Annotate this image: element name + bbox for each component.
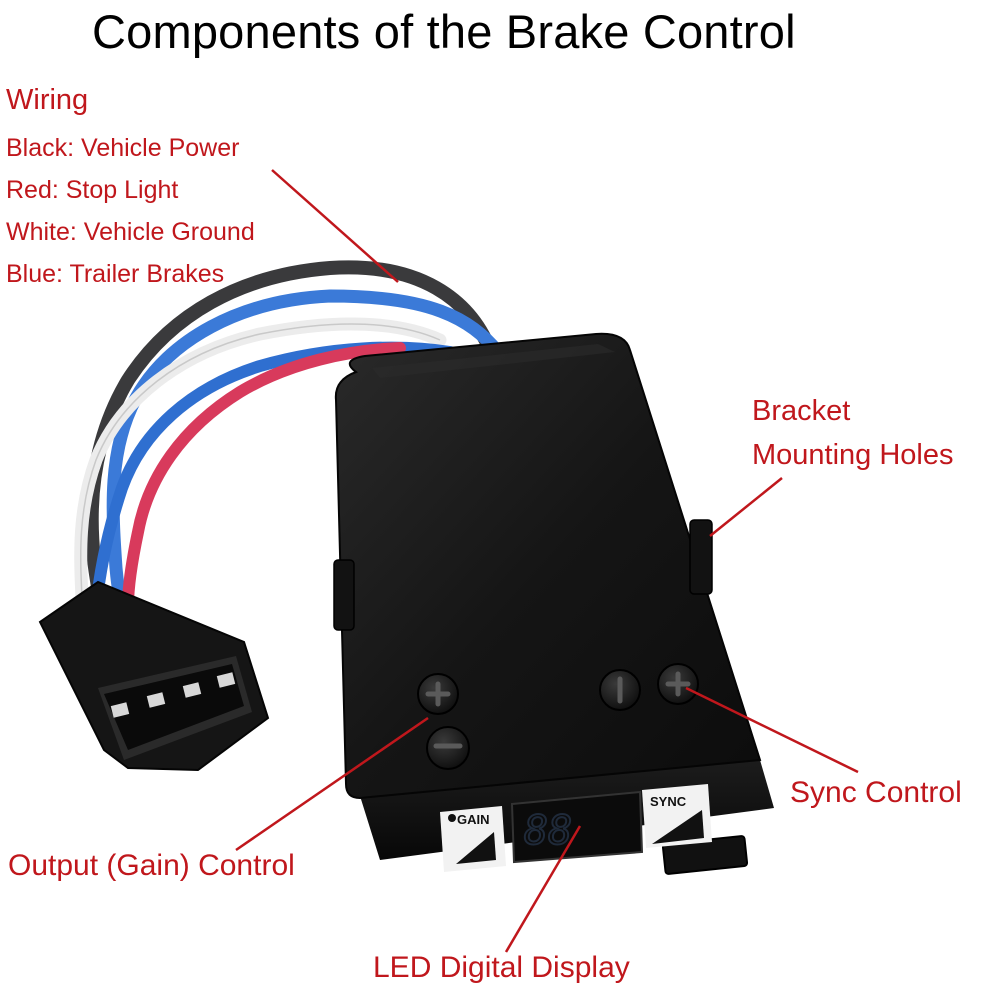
sync-leader-line — [685, 686, 859, 774]
wire-bundle — [74, 260, 505, 619]
gain-plus-button — [417, 673, 459, 715]
bracket-label-line2: Mounting Holes — [752, 439, 954, 471]
bracket-tab-left — [333, 559, 355, 631]
diagram-title: Components of the Brake Control — [92, 5, 796, 58]
bracket-mounting-holes-label: Bracket Mounting Holes — [752, 389, 954, 477]
gain-badge-text: GAIN — [457, 812, 490, 827]
wire-white-outline — [79, 323, 441, 599]
wiring-blue-label: Blue: Trailer Brakes — [6, 260, 225, 288]
wire-blue — [106, 289, 505, 617]
wire-black — [84, 260, 497, 619]
wire-red — [122, 342, 406, 612]
sync-badge-text: SYNC — [650, 794, 687, 809]
wiring-white-label: White: Vehicle Ground — [6, 218, 255, 246]
gain-leader-line — [235, 716, 429, 852]
wiring-leader-line — [271, 169, 399, 283]
wire-connector — [38, 580, 270, 772]
wiring-black-label: Black: Vehicle Power — [6, 134, 240, 162]
gain-control-label: Output (Gain) Control — [8, 849, 295, 882]
leader-lines — [235, 169, 859, 953]
bracket-leader-line — [709, 477, 783, 537]
led-display-digits: 88 — [524, 808, 572, 854]
bracket-tab-right — [689, 519, 713, 595]
led-display-window — [510, 790, 644, 864]
gain-minus-button — [426, 726, 470, 770]
wiring-red-label: Red: Stop Light — [6, 176, 179, 204]
front-panel: GAIN 88 SYNC — [440, 784, 712, 872]
wiring-heading: Wiring — [6, 84, 89, 116]
sync-control-label: Sync Control — [790, 776, 962, 809]
bracket-label-line1: Bracket — [752, 395, 851, 427]
sync-plus-button — [657, 663, 699, 705]
led-display-label: LED Digital Display — [373, 951, 630, 984]
sync-minus-button — [599, 669, 641, 711]
led-leader-line — [504, 825, 582, 953]
